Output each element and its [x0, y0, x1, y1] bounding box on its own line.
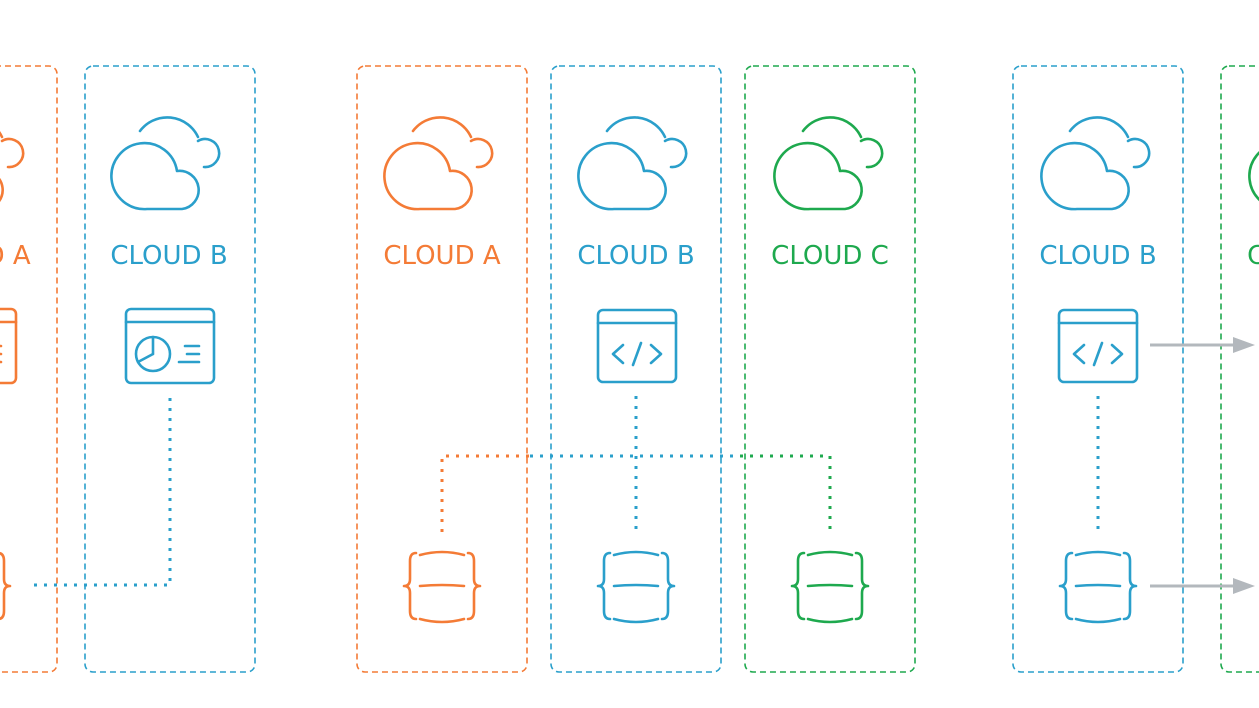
database-icon [1058, 550, 1138, 624]
cloud-c-panel [744, 65, 916, 673]
database-icon [790, 550, 870, 624]
cloud-icon [110, 116, 221, 211]
cloud-c-panel [1220, 65, 1259, 673]
cloud-b-panel [550, 65, 722, 673]
database-icon [0, 550, 12, 624]
cloud-b-panel [84, 65, 256, 673]
database-icon [596, 550, 676, 624]
arrow-right-icon [1150, 337, 1255, 353]
cloud-b-panel [1012, 65, 1184, 673]
diagram-group-3: CLOUD B CLOUD C [1012, 65, 1259, 673]
code-window-icon [596, 308, 678, 384]
cloud-icon [773, 116, 884, 211]
cloud-b-label: CLOUD B [577, 241, 694, 271]
cloud-c-label: CLOUD C [771, 241, 889, 271]
cloud-a-label: CLOUD A [383, 241, 500, 271]
connector-line [28, 398, 172, 587]
database-icon [402, 550, 482, 624]
dashboard-window-icon [0, 307, 18, 385]
cloud-icon [577, 116, 688, 211]
cloud-a-panel [0, 65, 58, 673]
cloud-icon [1040, 116, 1151, 211]
code-window-icon [1057, 308, 1139, 384]
cloud-c-label: CLOUD C [1247, 241, 1259, 271]
connector-line [440, 454, 530, 532]
cloud-icon [0, 116, 25, 211]
diagram-group-2: CLOUD A CLOUD B CLOUD C [356, 65, 916, 673]
arrow-right-icon [1150, 578, 1255, 594]
connector-line [740, 454, 832, 532]
cloud-icon [1248, 116, 1259, 211]
cloud-b-label: CLOUD B [1039, 241, 1156, 271]
cloud-a-panel [356, 65, 528, 673]
diagram-group-1: CLOUD A CLOUD B [0, 65, 256, 673]
dashboard-window-icon [124, 307, 216, 385]
cloud-b-label: CLOUD B [110, 241, 227, 271]
cloud-a-label: CLOUD A [0, 241, 31, 271]
cloud-icon [383, 116, 494, 211]
